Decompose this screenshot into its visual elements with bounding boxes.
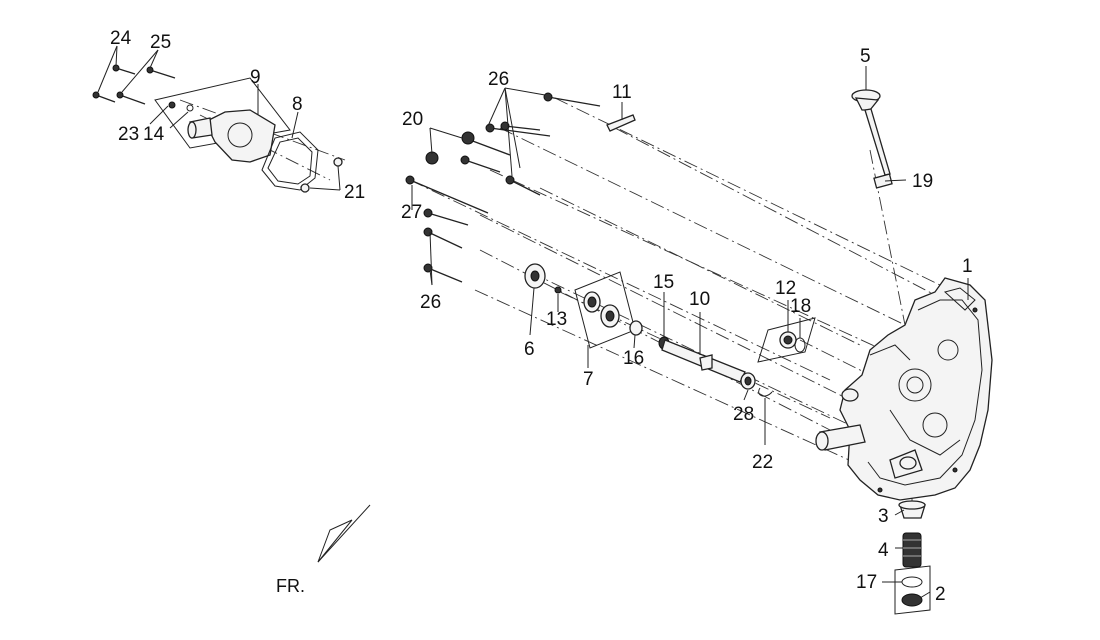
bolts-and-studs <box>405 92 636 283</box>
callout-26-bottom: 26 <box>420 292 441 313</box>
callout-27: 27 <box>401 202 422 223</box>
shaft-components <box>524 263 816 397</box>
callout-24: 24 <box>110 28 132 49</box>
callout-21: 21 <box>344 182 365 203</box>
callout-11: 11 <box>612 82 632 103</box>
pump-cover <box>154 77 291 163</box>
callout-3: 3 <box>878 506 889 527</box>
callout-26-top: 26 <box>488 69 509 90</box>
front-direction-arrow: FR. <box>276 504 371 596</box>
callout-8: 8 <box>292 94 303 115</box>
front-direction-label: FR. <box>276 576 305 596</box>
callout-1: 1 <box>962 256 973 277</box>
callout-20: 20 <box>402 109 423 130</box>
callout-13: 13 <box>546 309 567 330</box>
callout-2: 2 <box>935 584 946 605</box>
callout-25: 25 <box>150 32 171 53</box>
callout-18: 18 <box>790 296 811 317</box>
callout-10: 10 <box>689 289 710 310</box>
callout-6: 6 <box>524 339 535 360</box>
pump-gasket <box>261 131 343 193</box>
callout-15: 15 <box>653 272 674 293</box>
callout-22: 22 <box>752 452 773 473</box>
cover-bolts <box>92 64 176 105</box>
callout-14: 14 <box>143 124 165 145</box>
callout-12: 12 <box>775 278 796 299</box>
dipstick <box>851 89 893 189</box>
callout-28: 28 <box>733 404 754 425</box>
callout-17: 17 <box>856 572 877 593</box>
callout-9: 9 <box>250 67 261 88</box>
leader-lines <box>97 45 969 599</box>
callout-19: 19 <box>912 171 933 192</box>
crankcase-body <box>815 277 993 501</box>
callout-16: 16 <box>623 348 644 369</box>
callout-labels: 1 2 3 4 5 6 7 8 9 10 11 12 13 14 15 16 1… <box>110 28 973 605</box>
callout-7: 7 <box>583 369 594 390</box>
callout-23: 23 <box>118 124 139 145</box>
callout-4: 4 <box>878 540 889 561</box>
drain-plug-assembly <box>894 500 931 615</box>
callout-5: 5 <box>860 46 871 67</box>
